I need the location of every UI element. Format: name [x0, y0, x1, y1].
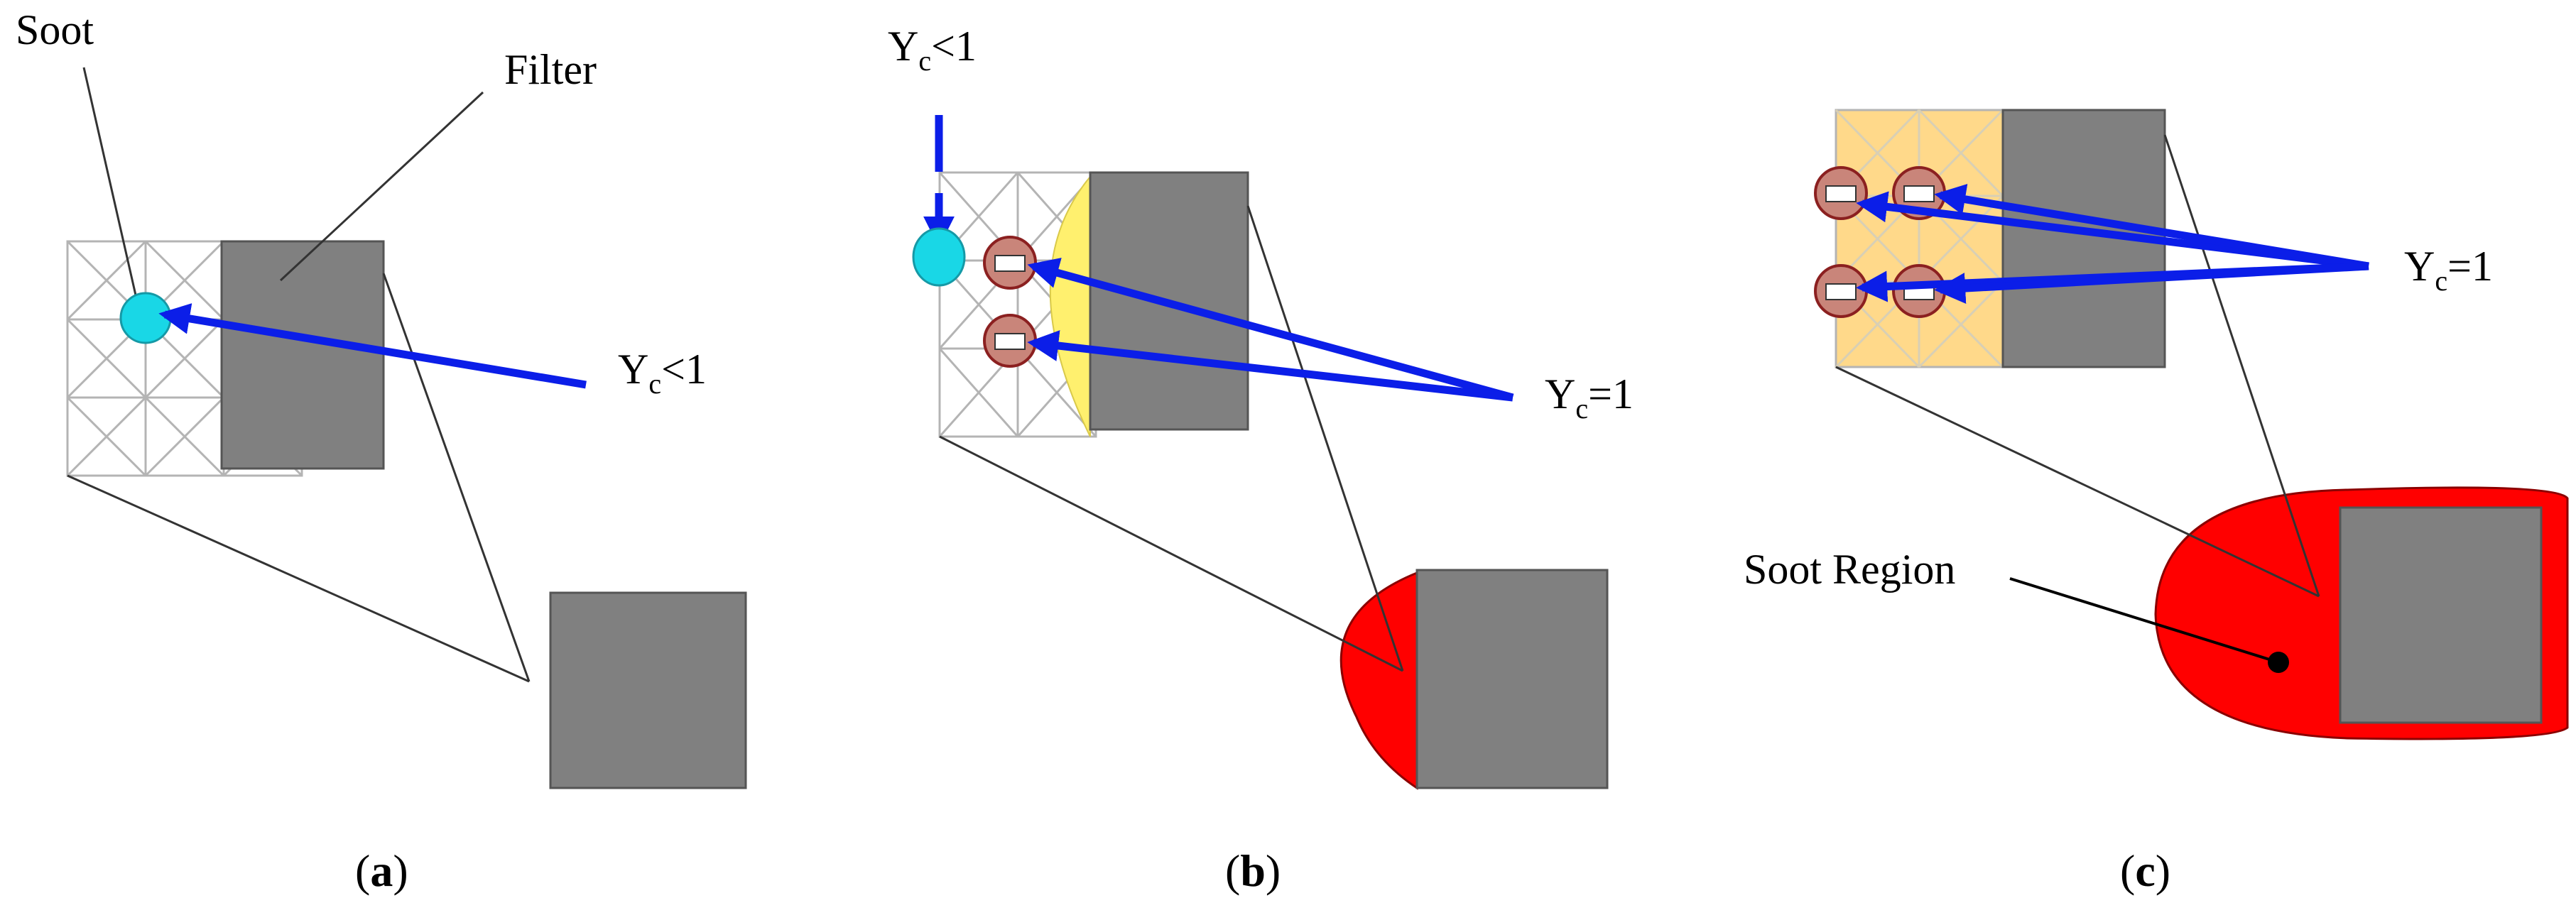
deposited-particle-b1 — [983, 236, 1037, 290]
filter-label: Filter — [504, 46, 597, 93]
zoom-line-c1 — [1835, 366, 2320, 598]
soot-leader-line — [82, 67, 138, 299]
yc-label-c: Yc=1 — [2404, 243, 2493, 297]
soot-region-label: Soot Region — [1744, 546, 1955, 593]
yc-arrow-c4 — [1934, 262, 2369, 305]
caption-a: (a) — [355, 845, 408, 896]
caption-c: (c) — [2120, 845, 2170, 896]
soot-particle-b — [912, 227, 966, 287]
panel-c: Yc=1 Soot Region (c) — [1744, 109, 2569, 896]
filter-block-a — [220, 240, 385, 470]
yc-arrow-b1 — [1027, 258, 1514, 402]
zoom-line-c2 — [2163, 134, 2320, 597]
yc-top-label-b: Yc<1 — [888, 23, 977, 77]
yc-arrow-b2 — [1027, 330, 1513, 402]
zoom-line-a1 — [67, 474, 530, 683]
soot-particle-a — [119, 292, 172, 344]
filter-zoom-a — [549, 591, 747, 789]
soot-label: Soot — [16, 6, 94, 53]
panel-b: Yc<1 Yc=1 (b) — [888, 23, 1634, 896]
filter-zoom-b — [1415, 569, 1609, 789]
soot-region-dot — [2268, 652, 2289, 673]
deposited-particle-c4 — [1892, 264, 1946, 318]
zoom-line-b2 — [1246, 205, 1404, 672]
filter-zoom-c — [2339, 506, 2543, 724]
deposited-particle-c3 — [1814, 264, 1868, 318]
deposited-particle-b2 — [983, 314, 1037, 368]
soot-front-zoom-b — [1339, 571, 1418, 790]
filter-leader-line — [279, 91, 484, 282]
yc-arrow-a — [158, 303, 587, 389]
yc-arrow-c2 — [1934, 184, 2369, 270]
yc-label-a: Yc<1 — [618, 346, 707, 400]
panel-a: Soot Filter Yc<1 (a) — [16, 6, 747, 896]
zoom-line-b1 — [939, 435, 1403, 672]
deposited-particle-c1 — [1814, 166, 1868, 220]
zoom-line-a2 — [382, 273, 531, 682]
deposit-front-b — [1049, 172, 1096, 437]
caption-b: (b) — [1225, 845, 1281, 896]
soot-region-leader — [2009, 577, 2277, 663]
yc-right-label-b: Yc=1 — [1545, 371, 1634, 425]
deposit-layer-c — [1835, 109, 2004, 368]
